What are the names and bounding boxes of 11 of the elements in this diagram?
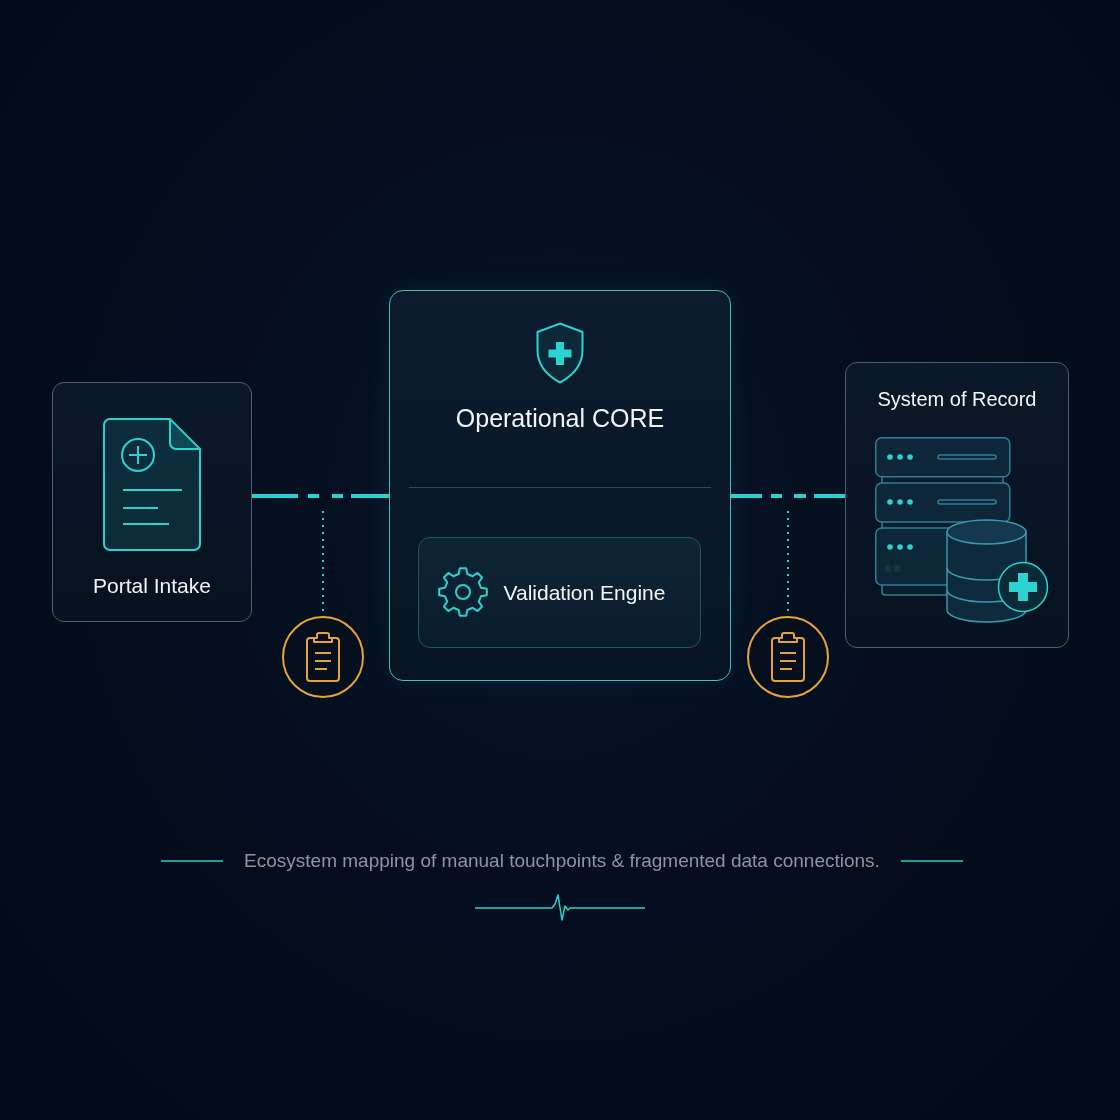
component-card xyxy=(52,382,252,622)
caption: Ecosystem mapping of manual touchpoints & fragmented data connections. xyxy=(244,849,880,873)
dashed-connector xyxy=(731,494,845,498)
module-card xyxy=(417,536,701,648)
core-panel xyxy=(389,290,731,681)
node-label: Validation Engine xyxy=(503,579,666,605)
dashed-connector xyxy=(252,494,389,498)
component-card xyxy=(845,362,1069,648)
node-label: Portal Intake xyxy=(93,573,211,598)
card-title: System of Record xyxy=(877,387,1037,411)
panel-title: Operational CORE xyxy=(455,403,665,433)
